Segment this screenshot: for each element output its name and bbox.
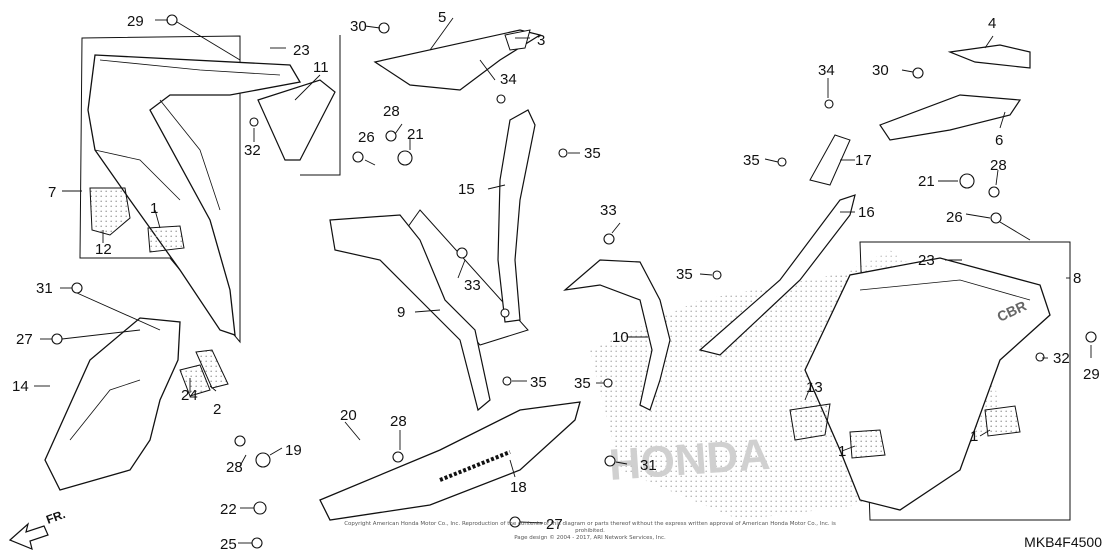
- callout-7: 7: [48, 184, 56, 201]
- callout-35: 35: [743, 152, 760, 169]
- callout-21: 21: [407, 126, 424, 143]
- callout-28: 28: [226, 459, 243, 476]
- callout-21: 21: [918, 173, 935, 190]
- callout-26: 26: [946, 209, 963, 226]
- callout-3: 3: [537, 32, 545, 49]
- callout-19: 19: [285, 442, 302, 459]
- callout-9: 9: [397, 304, 405, 321]
- callout-8: 8: [1073, 270, 1081, 287]
- callout-20: 20: [340, 407, 357, 424]
- callout-28: 28: [383, 103, 400, 120]
- callout-10: 10: [612, 329, 629, 346]
- leader-lines: [34, 17, 1092, 544]
- part-11-panel: [257, 79, 336, 161]
- callout-33: 33: [464, 277, 481, 294]
- callout-35: 35: [530, 374, 547, 391]
- callout-30: 30: [872, 62, 889, 79]
- callout-22: 22: [220, 501, 237, 518]
- callout-12: 12: [95, 241, 112, 258]
- callout-25: 25: [220, 536, 237, 553]
- callout-31: 31: [640, 457, 657, 474]
- callout-17: 17: [855, 152, 872, 169]
- part-4-cover: [879, 44, 1031, 141]
- copyright-line-2: Page design © 2004 - 2017, ARI Network S…: [514, 535, 666, 541]
- front-direction-arrow: FR.: [8, 507, 67, 551]
- callout-18: 18: [510, 479, 527, 496]
- callout-35: 35: [676, 266, 693, 283]
- callout-23: 23: [918, 252, 935, 269]
- callout-2: 2: [213, 401, 221, 418]
- callout-32: 32: [244, 142, 261, 159]
- callout-28: 28: [390, 413, 407, 430]
- callout-24: 24: [181, 387, 198, 404]
- part-14-lower-cowl: [44, 317, 229, 491]
- callout-11: 11: [313, 59, 329, 76]
- copyright-notice: Copyright American Honda Motor Co., Inc.…: [330, 521, 850, 542]
- watermark-text: HONDA: [607, 430, 771, 490]
- part-10-duct: [563, 259, 671, 411]
- part-16-stay: [698, 134, 856, 356]
- part-18-under-cowl: [319, 401, 581, 521]
- callout-34: 34: [500, 71, 517, 88]
- callout-6: 6: [995, 132, 1003, 149]
- part-9-inner: [329, 214, 491, 412]
- part-middle-cowl-left: [87, 54, 302, 336]
- callout-34: 34: [818, 62, 835, 79]
- callout-16: 16: [858, 204, 875, 221]
- callout-31: 31: [36, 280, 53, 297]
- part-5-cover: [373, 29, 542, 91]
- part-15-stay: [497, 109, 536, 323]
- callout-numbers: 29 23 11 30 5 3 34 28 21 26 32 35 7 15 1…: [12, 9, 1100, 553]
- copyright-line-1: Copyright American Honda Motor Co., Inc.…: [344, 521, 836, 534]
- callout-23: 23: [293, 42, 310, 59]
- callout-4: 4: [988, 15, 996, 32]
- callout-13: 13: [806, 379, 823, 396]
- callout-30: 30: [350, 18, 367, 35]
- callout-1: 1: [838, 443, 846, 460]
- drawing-code: MKB4F4500: [1024, 534, 1102, 550]
- callout-35: 35: [574, 375, 591, 392]
- callout-28: 28: [990, 157, 1007, 174]
- callout-1: 1: [150, 200, 158, 217]
- callout-15: 15: [458, 181, 475, 198]
- callout-26: 26: [358, 129, 375, 146]
- callout-27: 27: [16, 331, 33, 348]
- callout-32: 32: [1053, 350, 1070, 367]
- callout-29: 29: [1083, 366, 1100, 383]
- fasteners: [51, 14, 1097, 549]
- callout-1: 1: [970, 428, 978, 445]
- callout-27: 27: [546, 516, 563, 533]
- callout-33: 33: [600, 202, 617, 219]
- callout-14: 14: [12, 378, 29, 395]
- front-arrow-label: FR.: [44, 507, 67, 527]
- callout-35: 35: [584, 145, 601, 162]
- callout-5: 5: [438, 9, 446, 26]
- part-middle-cowl-right: CBR: [789, 257, 1051, 511]
- callout-29: 29: [127, 13, 144, 30]
